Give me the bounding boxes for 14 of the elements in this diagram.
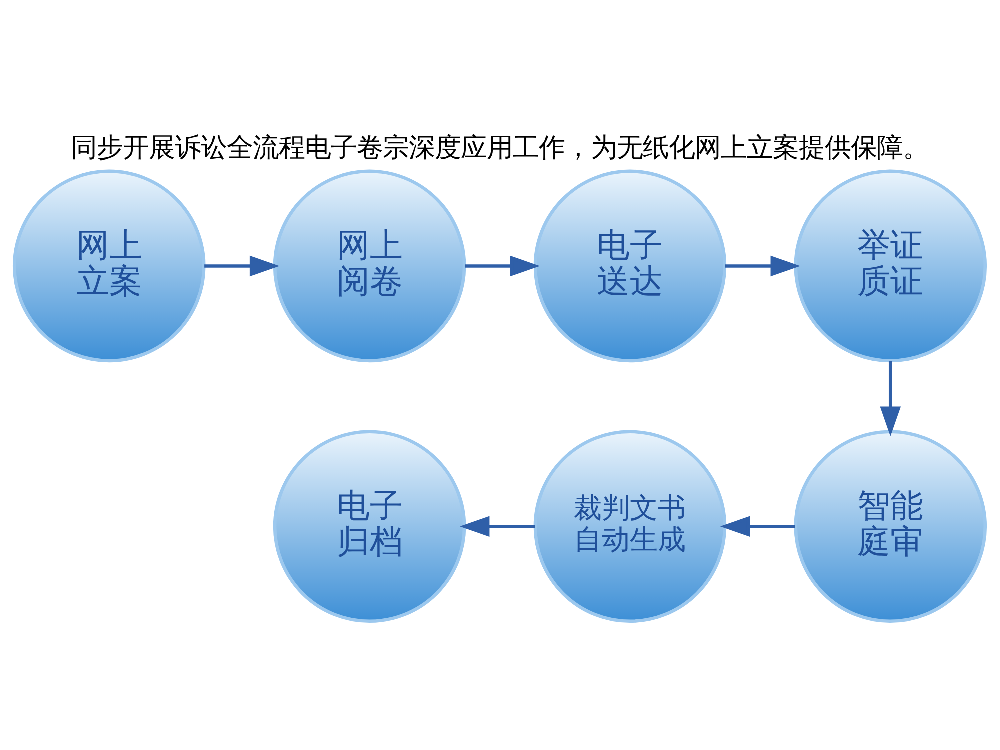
arrow bbox=[880, 361, 902, 436]
arrow bbox=[204, 256, 280, 277]
arrow bbox=[725, 256, 800, 277]
node-circle: 举证质证 bbox=[794, 170, 988, 363]
node-circle: 智能庭审 bbox=[794, 430, 988, 624]
node-circle: 电子归档 bbox=[273, 430, 466, 624]
node-circle: 网上阅卷 bbox=[273, 170, 466, 363]
node-circle: 裁判文书自动生成 bbox=[534, 430, 727, 624]
arrow bbox=[720, 516, 796, 538]
node-circle: 网上立案 bbox=[12, 170, 206, 363]
arrow bbox=[460, 516, 536, 538]
node-circle: 电子送达 bbox=[534, 170, 727, 363]
diagram-title: 同步开展诉讼全流程电子卷宗深度应用工作，为无纸化网上立案提供保障。 bbox=[71, 133, 929, 164]
arrow bbox=[465, 256, 540, 277]
